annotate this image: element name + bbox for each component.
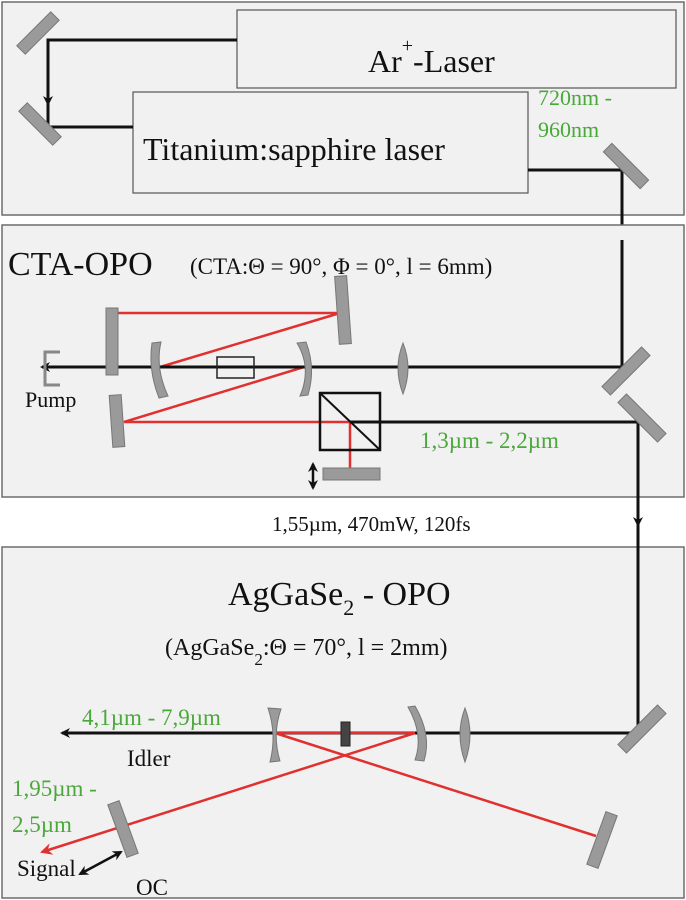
cta-crystal (216, 356, 255, 379)
tuning-range-line1: 720nm - (538, 85, 612, 110)
aggase-crystal (340, 721, 351, 747)
tunable-mirror-icon (322, 467, 381, 481)
curved-mirror-icon (267, 707, 282, 763)
intermediate-output-specs: 1,55µm, 470mW, 120fs (272, 512, 471, 536)
flat-mirror-icon (108, 394, 126, 448)
signal-range-line2: 2,5µm (12, 812, 72, 837)
output-coupler-icon (107, 799, 139, 859)
mirror-icon (617, 704, 667, 754)
curved-mirror-icon (296, 341, 312, 397)
cta-opo-params: (CTA:Θ = 90°, Φ = 0°, l = 6mm) (190, 254, 492, 279)
lens-icon (397, 341, 409, 396)
aggase-opo-title: AgGaSe2 - OPO (228, 576, 451, 620)
beam-dump-icon (43, 350, 60, 387)
mirror-icon (617, 393, 667, 443)
curved-mirror-icon (407, 705, 427, 762)
mirror-icon (602, 142, 650, 190)
cta-opo-panel: CTA-OPO (CTA:Θ = 90°, Φ = 0°, l = 6mm) P… (1, 224, 685, 527)
ti-sapphire-laser-box (132, 91, 529, 194)
curved-mirror-icon (150, 341, 169, 399)
signal-range-line1: 1,95µm - (12, 776, 97, 801)
translation-arrow-icon (78, 850, 123, 876)
cta-opo-title: CTA-OPO (8, 246, 153, 283)
mirror-icon (16, 11, 60, 55)
tuning-range-line2: 960nm (538, 117, 599, 142)
oc-label: OC (136, 875, 168, 900)
end-mirror-icon (334, 275, 352, 345)
lens-icon (459, 706, 471, 764)
flat-mirror-icon (105, 307, 119, 376)
ti-sapphire-laser-label: Titanium:sapphire laser (143, 131, 445, 167)
idler-range: 4,1µm - 7,9µm (82, 705, 221, 730)
mirror-icon (18, 102, 62, 146)
pump-laser-panel: Ar+-Laser Titanium:sapphire laser 720nm … (1, 1, 685, 247)
aggase-cavity-beam (274, 731, 597, 838)
end-mirror-icon (586, 810, 618, 870)
ar-laser-box (236, 9, 677, 89)
aggase-opo-params: (AgGaSe2:Θ = 70°, l = 2mm) (165, 635, 447, 669)
ar-beam (43, 38, 237, 106)
idler-label: Idler (127, 746, 171, 771)
pump-label: Pump (25, 387, 76, 412)
signal-label: Signal (17, 856, 76, 881)
ar-laser-label: Ar+-Laser (368, 35, 495, 79)
cta-signal-range: 1,3µm - 2,2µm (420, 428, 559, 453)
mirror-icon (601, 346, 651, 396)
signal-output-beam (40, 731, 416, 855)
aggase-opo-panel: AgGaSe2 - OPO (AgGaSe2:Θ = 70°, l = 2mm)… (1, 520, 685, 900)
